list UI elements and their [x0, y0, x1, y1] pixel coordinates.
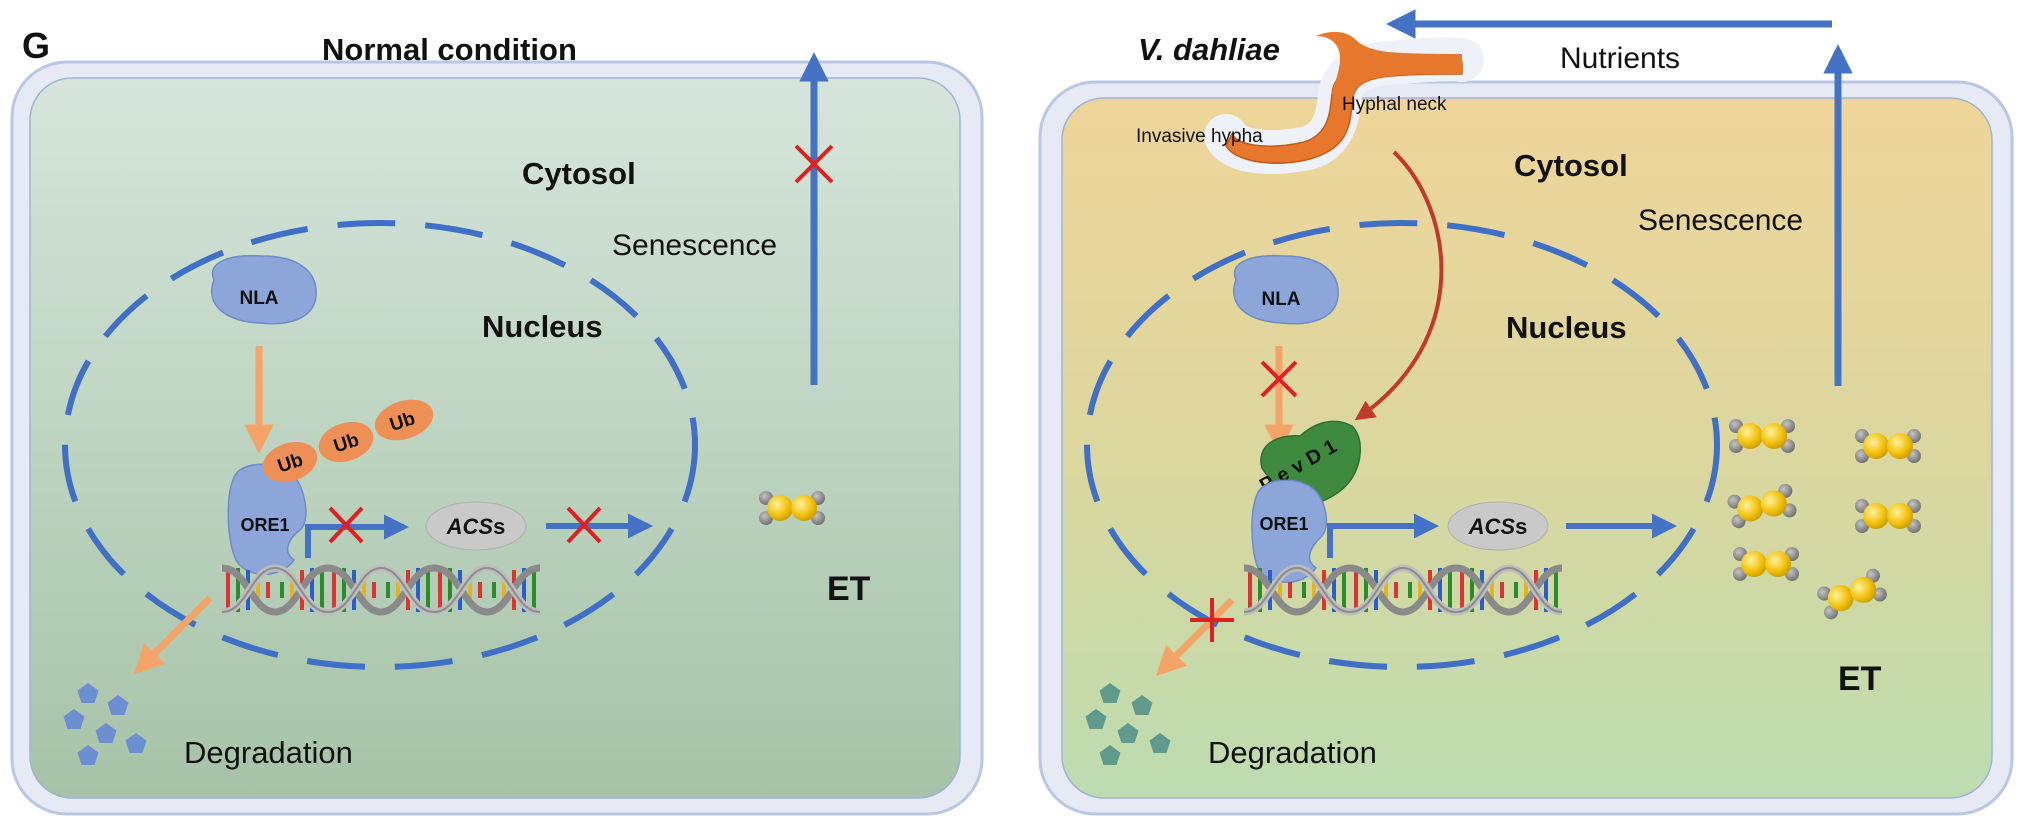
left-transcription-block-cross	[328, 506, 364, 544]
panel-letter: G	[22, 25, 50, 66]
left-nla-label: NLA	[239, 288, 278, 309]
right-nucleus-label: Nucleus	[1506, 310, 1627, 345]
ub-tag-1	[262, 441, 318, 483]
right-ore1-label: ORE1	[1259, 514, 1308, 534]
fungal-hypha	[1204, 31, 1484, 174]
left-cytosol-label: Cytosol	[522, 156, 636, 191]
left-senescence-block-cross	[794, 144, 834, 184]
right-title: V. dahliae	[1138, 32, 1280, 67]
right-acs-gene: ACSs	[1447, 501, 1549, 551]
right-transcription-arrow	[1327, 513, 1440, 558]
left-acs-gene: ACSs	[425, 501, 527, 551]
left-degradation-label: Degradation	[184, 735, 353, 770]
left-transcription-arrow	[305, 514, 410, 558]
left-title: Normal condition	[322, 32, 577, 67]
left-ore1-protein: ORE1	[227, 463, 307, 575]
nutrients-label: Nutrients	[1560, 42, 1680, 75]
right-degradation-arrow	[1155, 597, 1235, 677]
left-senescence-label: Senescence	[612, 229, 777, 262]
left-nucleus-membrane	[62, 220, 698, 670]
ub-tag-2	[318, 421, 374, 463]
right-degradation-label: Degradation	[1208, 735, 1377, 770]
left-nla-protein: NLA	[211, 254, 317, 325]
right-acs-label: ACSs	[1468, 514, 1528, 539]
hyphal-neck-label: Hyphal neck	[1342, 94, 1447, 115]
right-et-label: ET	[1838, 660, 1882, 698]
left-acs-label: ACSs	[446, 514, 506, 539]
left-ub-chain: Ub Ub Ub	[262, 399, 434, 483]
right-nucleus-membrane	[1084, 220, 1720, 670]
pevd1-delivery-arrow	[1354, 150, 1444, 421]
right-cytosol-label: Cytosol	[1514, 148, 1628, 183]
right-nla-protein: NLA	[1233, 254, 1339, 325]
right-nla-block-cross	[1260, 360, 1298, 398]
left-cytosol-area	[29, 77, 961, 799]
left-et-label: ET	[827, 570, 871, 608]
right-panel: V. dahliae Nutrients Hyphal neck Invasiv…	[1038, 9, 2014, 816]
left-ore1-label: ORE1	[240, 515, 289, 535]
right-ore1-protein: ORE1	[1251, 479, 1328, 583]
right-senescence-label: Senescence	[1638, 204, 1803, 237]
left-acs-block-cross	[566, 506, 602, 544]
right-degradation-block-cross	[1190, 598, 1234, 642]
left-panel: G Normal condition Cytosol Senescence Nu…	[10, 25, 984, 816]
left-degradation-arrow	[133, 595, 213, 675]
left-nucleus-label: Nucleus	[482, 309, 603, 344]
right-nla-label: NLA	[1261, 289, 1300, 310]
ub-tag-3	[374, 399, 434, 441]
invasive-hypha-label: Invasive hypha	[1136, 126, 1263, 147]
